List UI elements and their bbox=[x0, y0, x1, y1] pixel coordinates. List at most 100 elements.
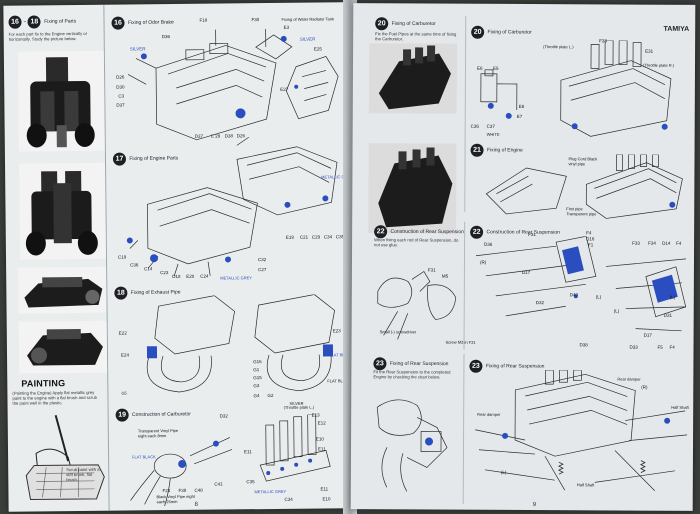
callout: D36 bbox=[161, 34, 170, 40]
step-note: When fixing each rod of Rear Suspension,… bbox=[374, 237, 459, 248]
callout: D17 bbox=[643, 332, 652, 338]
engine-photo-side bbox=[18, 266, 107, 314]
callout: F33 bbox=[599, 38, 607, 44]
left-page: 16~ 18 Fixing of Parts For each part fix… bbox=[3, 2, 353, 512]
callout: F34 bbox=[648, 240, 656, 246]
callout: Rear damper bbox=[477, 411, 501, 417]
callout: (L) bbox=[595, 294, 602, 300]
callout: E25 bbox=[313, 46, 322, 52]
callout: C34 bbox=[284, 496, 293, 502]
sub-caption: Fixing of Water Radiator Tank bbox=[281, 16, 335, 22]
column-divider bbox=[462, 353, 465, 504]
step-title: Construction of Rear Suspension bbox=[486, 229, 560, 236]
callout: E10 bbox=[315, 436, 324, 442]
step-title: Fixing of Rear Suspension bbox=[389, 360, 449, 368]
callout: E11 bbox=[320, 486, 329, 492]
callout: C36 bbox=[470, 123, 479, 129]
callout: F31 bbox=[427, 267, 436, 273]
callout: E31 bbox=[645, 48, 654, 54]
callout: F38 bbox=[178, 487, 187, 493]
callout: D26 bbox=[236, 133, 246, 139]
callout: D37 bbox=[116, 102, 125, 108]
callout-silver: SILVER bbox=[129, 46, 146, 52]
callout: C21 bbox=[299, 234, 309, 240]
callout: E13 bbox=[311, 412, 320, 418]
step-22-hands-illustration bbox=[377, 270, 457, 340]
callout: C48 bbox=[194, 487, 203, 493]
callout: Half Shaft bbox=[576, 482, 595, 488]
callout-flat-black: G5 bbox=[121, 390, 127, 396]
callout: G4 bbox=[253, 393, 260, 399]
step-number: 18 bbox=[27, 15, 41, 29]
step-number: 20 bbox=[375, 17, 389, 31]
step-title: Construction of Rear Suspension bbox=[390, 228, 464, 236]
sidebar-text: For each part fix to the Engine vertical… bbox=[8, 30, 88, 42]
step-22-diagram bbox=[475, 235, 687, 332]
page-number: 8 bbox=[194, 501, 198, 508]
callout: (L) bbox=[669, 294, 676, 300]
callout: C37 bbox=[486, 123, 495, 129]
sidebar-title: Fixing of Parts bbox=[44, 18, 77, 25]
sub-caption: (Throttle plate L.) bbox=[283, 404, 315, 410]
callout: C35 bbox=[246, 479, 255, 485]
painting-text: (Painting the Engine) Apply flat metalli… bbox=[12, 389, 98, 406]
callout: Small (-) screwdriver bbox=[379, 329, 417, 335]
callout: Transparent Vinyl Pipe eight each 8mm bbox=[137, 427, 179, 439]
engine-photo-oblique bbox=[18, 320, 108, 374]
callout: E22 bbox=[118, 330, 127, 336]
callout: C14 bbox=[144, 266, 153, 272]
step-21-diagram bbox=[485, 154, 683, 219]
callout: E24 bbox=[120, 352, 130, 358]
brand-logo: TAMIYA bbox=[663, 25, 690, 33]
step-23-hands-illustration bbox=[376, 399, 448, 492]
engine-photo-rear bbox=[19, 162, 107, 260]
callout: E6 bbox=[476, 65, 483, 71]
step-title: Fixing of Carburetor bbox=[391, 20, 436, 28]
engine-photo-front bbox=[17, 50, 105, 152]
callout: E23 bbox=[332, 328, 341, 334]
callout: D18 bbox=[172, 273, 181, 280]
callout: D17 bbox=[521, 269, 531, 276]
callout: E11 bbox=[244, 449, 252, 455]
callout: D37 bbox=[194, 133, 204, 139]
callout: E27 bbox=[280, 86, 289, 92]
callout: C27 bbox=[258, 267, 267, 273]
painting-heading: PAINTING bbox=[21, 378, 66, 389]
callout: E7 bbox=[516, 113, 523, 119]
step-number: 16 bbox=[8, 15, 22, 29]
callout: M5 bbox=[441, 273, 449, 279]
callout: D40 bbox=[569, 292, 579, 298]
callout: E19 bbox=[285, 234, 294, 240]
callout: E11 bbox=[317, 446, 326, 452]
sub-caption: (Throttle plate R.) bbox=[642, 62, 675, 68]
callout: D36 bbox=[484, 241, 493, 247]
step-title: Fixing of Odor Brake bbox=[127, 19, 174, 26]
step-20-diagram bbox=[480, 40, 672, 137]
carburetor-photo bbox=[368, 43, 458, 234]
callout: E3 bbox=[283, 24, 290, 30]
callout: Half Shaft bbox=[671, 404, 689, 410]
callout: G16 bbox=[253, 359, 262, 365]
callout: F4 bbox=[676, 240, 682, 246]
step-note: Fix the Fuel Pipes at the same time of f… bbox=[375, 31, 457, 42]
callout: Rear damper bbox=[617, 376, 641, 382]
sub-caption: (Throttle plate L.) bbox=[543, 44, 574, 50]
sidebar-header: 16~ 18 Fixing of Parts bbox=[8, 15, 76, 29]
callout: D31 bbox=[663, 312, 672, 318]
step-title: Fixing of Carburetor bbox=[487, 29, 532, 36]
callout: E20 bbox=[186, 273, 195, 279]
callout: D33 bbox=[629, 344, 638, 350]
callout: G15 bbox=[253, 375, 262, 381]
callout: F33 bbox=[632, 240, 640, 246]
callout: C29 bbox=[311, 234, 321, 240]
callout: Plug Cord Black vinyl pipe bbox=[568, 156, 598, 167]
callout: Screw M3 in F31 bbox=[445, 339, 476, 345]
callout: F31 bbox=[528, 232, 536, 238]
callout: C41 bbox=[214, 481, 223, 487]
callout: (R) bbox=[641, 384, 648, 390]
callout: F24 bbox=[162, 488, 171, 494]
page-number: 9 bbox=[532, 502, 537, 509]
callout: (L) bbox=[500, 469, 507, 475]
callout: F30 bbox=[251, 17, 260, 23]
callout: E8 bbox=[518, 103, 525, 110]
